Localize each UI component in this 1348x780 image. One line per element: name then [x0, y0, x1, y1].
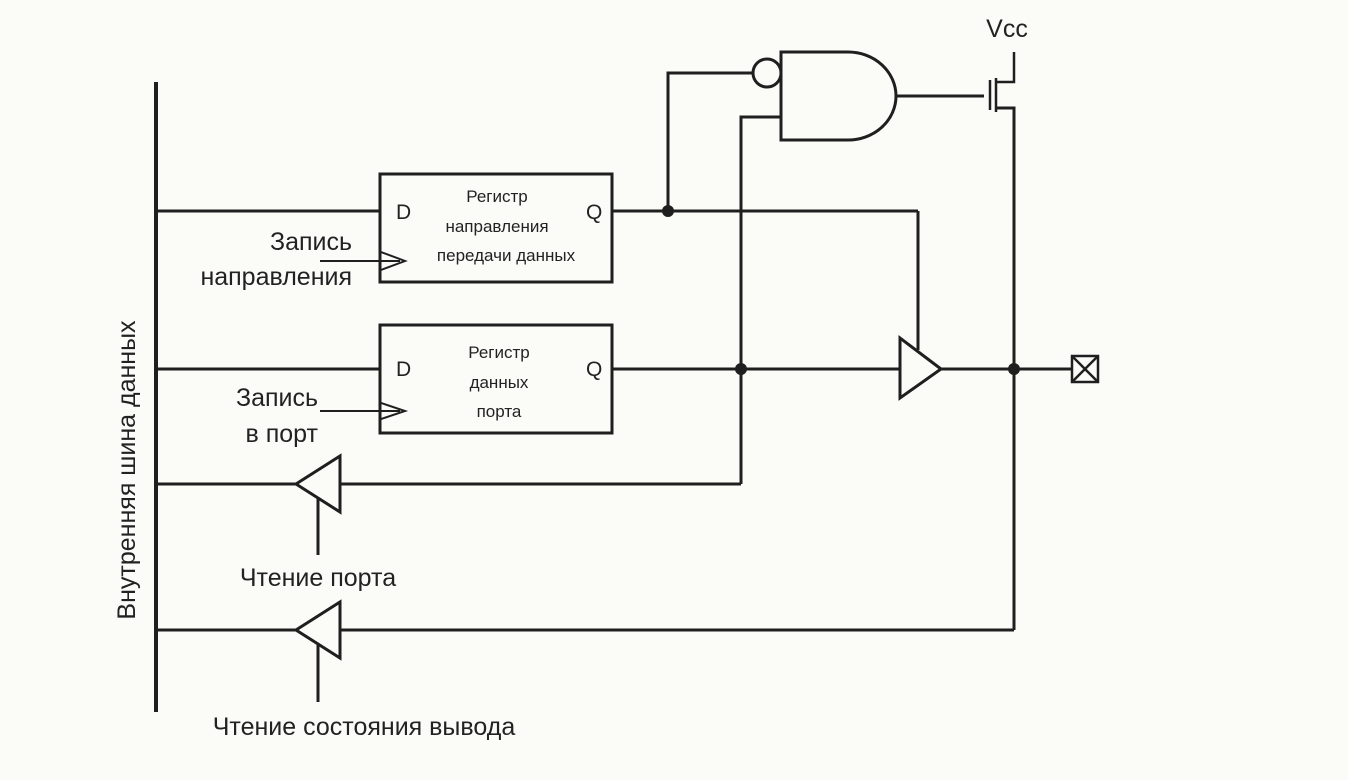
data-register-pin-d: D [396, 358, 411, 381]
direction-register-title-line-1: Регистр [466, 187, 527, 206]
clock-input-icon [380, 402, 409, 420]
data-register-title-line-1: Регистр [468, 343, 529, 362]
data-register-title-line-3: порта [477, 402, 522, 421]
data-register-pin-q: Q [586, 358, 602, 381]
direction-register: D Q Регистр направления передачи данных [378, 172, 614, 284]
direction-to-gate-wire [666, 71, 753, 211]
nand-gate [751, 50, 898, 142]
junction-dot [1008, 363, 1020, 375]
inverter-bubble-icon [751, 57, 783, 89]
data-register-title-line-2: данных [470, 373, 529, 392]
data-to-gate-wire [739, 115, 781, 484]
direction-register-pin-q: Q [586, 201, 602, 224]
clock-input-icon [380, 251, 408, 271]
direction-register-title-line-3: передачи данных [437, 246, 576, 265]
direction-register-title-line-2: направления [445, 217, 548, 236]
write-direction-label-2: направления [200, 263, 352, 291]
write-port-label-1: Запись [236, 384, 318, 412]
output-pin-icon [1070, 354, 1100, 384]
direction-register-pin-d: D [396, 201, 411, 224]
write-direction-label-1: Запись [270, 228, 352, 256]
output-buffer-icon [898, 334, 944, 401]
data-register: D Q Регистр данных порта [378, 323, 614, 435]
mosfet-pullup-icon [988, 52, 1016, 630]
vcc-label: Vcc [986, 15, 1028, 43]
bus-label: Внутренняя шина данных [113, 320, 141, 620]
read-port-label: Чтение порта [240, 564, 396, 592]
write-port-label-2: в порт [246, 420, 319, 448]
read-pin-label: Чтение состояния вывода [213, 713, 516, 741]
